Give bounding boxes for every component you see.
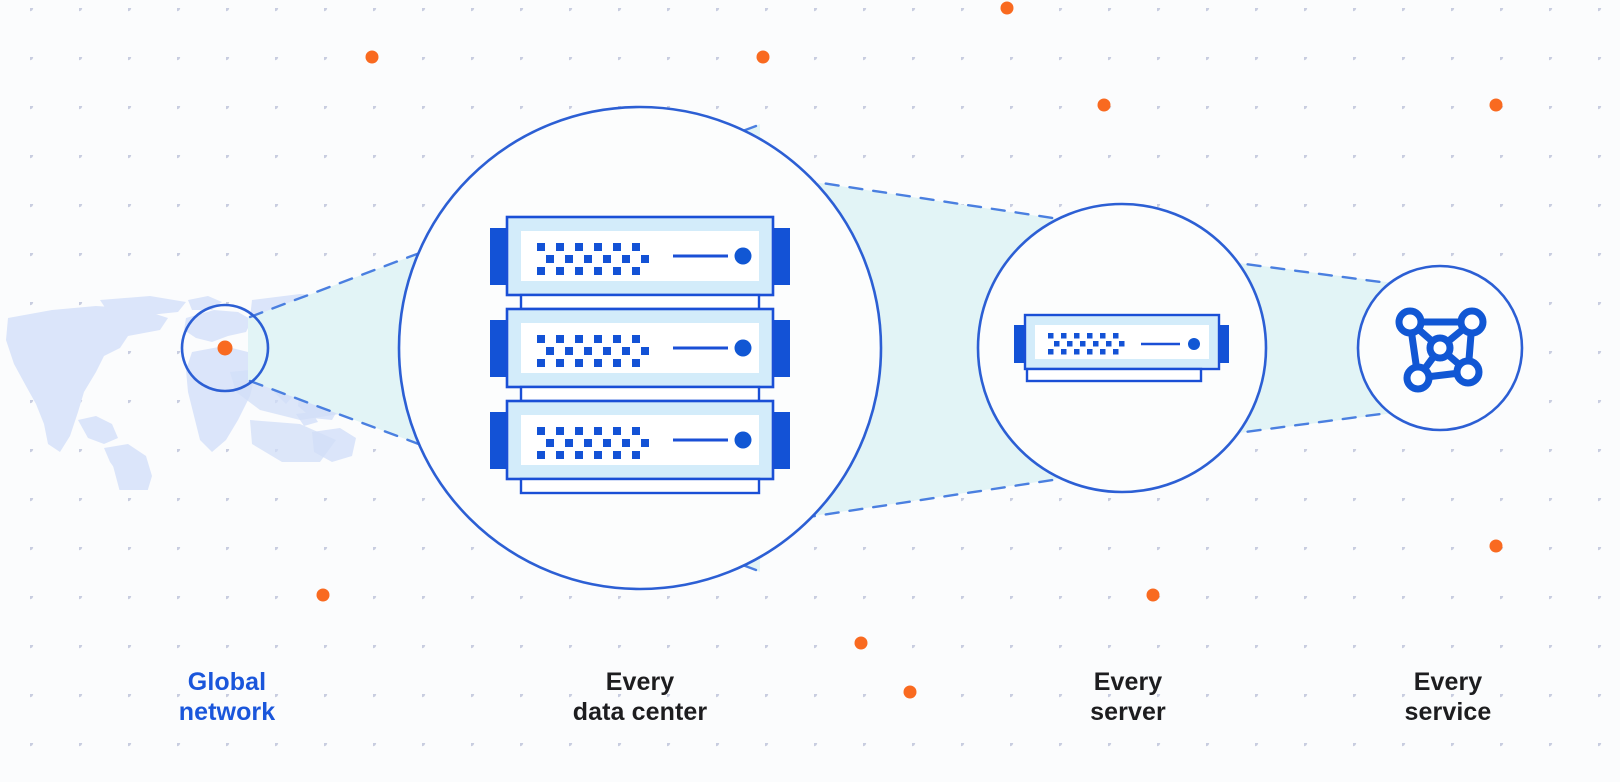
accent-dot [1489, 539, 1503, 553]
globe-focus-circle [180, 303, 270, 393]
server-status-dot [734, 431, 752, 449]
server-unit [1014, 313, 1229, 371]
graph-node [1403, 363, 1433, 393]
accent-dot [1489, 98, 1503, 112]
network-graph-nodes [1395, 307, 1487, 393]
server-unit [490, 307, 790, 389]
server-status-dot [1188, 338, 1200, 350]
globe-location-marker [217, 340, 233, 356]
rack-base-bar [519, 477, 761, 495]
accent-dot [854, 636, 868, 650]
server-unit [490, 215, 790, 297]
rack-connector-bar [519, 385, 761, 403]
stage-global-network[interactable] [180, 303, 270, 393]
accent-dot [903, 685, 917, 699]
accent-dot [1000, 1, 1014, 15]
server-chip-grid [1048, 333, 1125, 355]
accent-dot [365, 50, 379, 64]
rack-connector-bar [519, 293, 761, 311]
stage-every-data-center[interactable] [397, 105, 883, 591]
accent-dot-group [316, 1, 1503, 699]
stage-every-service[interactable] [1356, 264, 1524, 432]
server-unit [490, 399, 790, 481]
accent-dot [1097, 98, 1111, 112]
graph-node [1453, 357, 1483, 387]
server-chip-grid [537, 243, 649, 275]
graph-node [1426, 334, 1454, 362]
server-chip-grid [537, 427, 649, 459]
graph-node [1457, 307, 1487, 337]
server-chip-grid [537, 335, 649, 367]
accent-dot [1146, 588, 1160, 602]
accent-dot [316, 588, 330, 602]
graph-node [1395, 307, 1425, 337]
server-status-dot [734, 247, 752, 265]
accent-dot [756, 50, 770, 64]
stage-every-server[interactable] [976, 202, 1268, 494]
rack-base-bar [1025, 367, 1203, 383]
server-status-dot [734, 339, 752, 357]
